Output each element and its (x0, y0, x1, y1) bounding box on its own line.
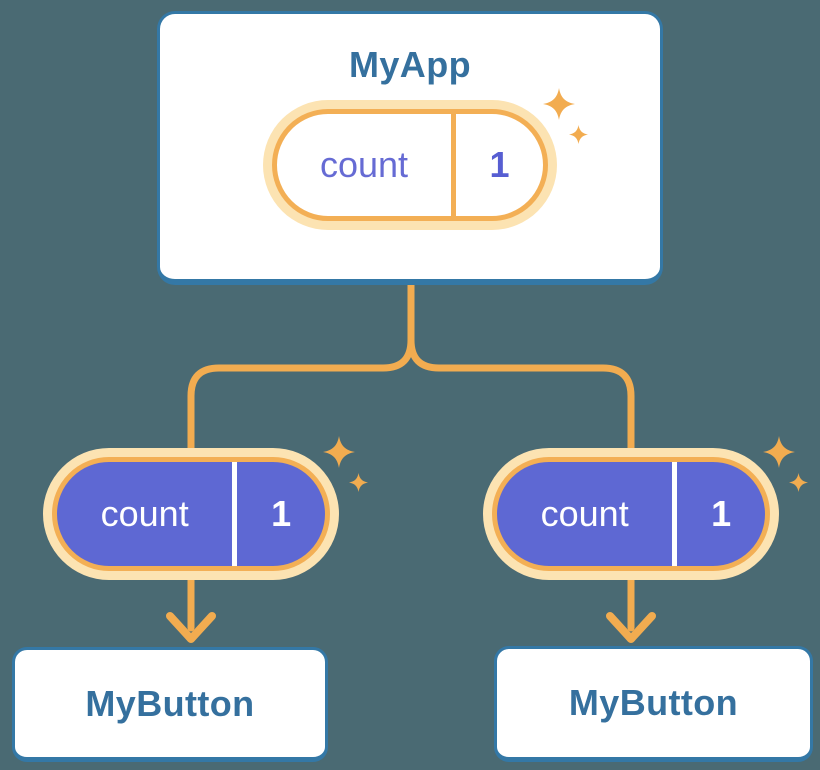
component-card-mybutton-left: MyButton (12, 647, 328, 762)
prop-pill-body: count 1 (492, 457, 770, 571)
prop-pill-body: count 1 (52, 457, 330, 571)
sparkle-icon (349, 473, 368, 492)
sparkle-icon (323, 436, 355, 468)
component-card-mybutton-right: MyButton (494, 646, 813, 762)
arrow-down-icon (606, 612, 656, 643)
component-title: MyButton (568, 682, 739, 723)
sparkle-icon (543, 88, 575, 120)
state-name: count (319, 144, 409, 185)
state-pill-body: count 1 (272, 109, 548, 221)
prop-name: count (100, 493, 189, 534)
component-card-root: MyApp count 1 (157, 11, 663, 285)
pill-divider (451, 114, 456, 216)
state-value: 1 (489, 144, 510, 185)
sparkle-icon (763, 436, 795, 468)
prop-value: 1 (711, 493, 732, 534)
prop-name: count (540, 493, 629, 534)
pill-divider (232, 462, 238, 566)
prop-pill-left: count 1 (43, 436, 368, 580)
connector-branch-right (407, 279, 635, 632)
component-title: MyButton (85, 682, 255, 724)
sparkle-icon (789, 473, 808, 492)
state-pill-root: count 1 (263, 88, 588, 230)
sparkle-icon (569, 125, 588, 144)
pill-divider (672, 462, 678, 566)
arrow-down-icon (166, 612, 216, 643)
component-title: MyApp (349, 44, 471, 85)
prop-pill-right: count 1 (483, 436, 808, 580)
prop-value: 1 (271, 493, 292, 534)
